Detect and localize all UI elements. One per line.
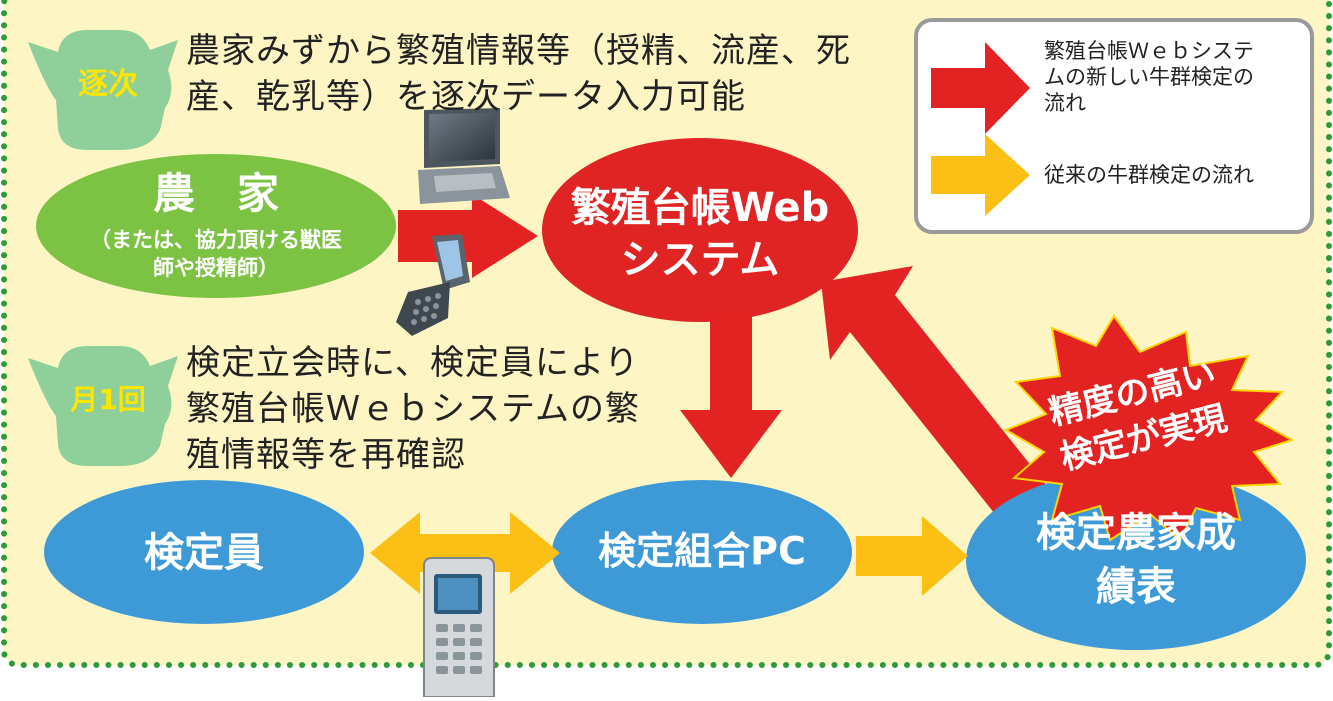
web-system-label: 繁殖台帳Webシステム xyxy=(570,185,830,283)
farmer-title: 農 家 xyxy=(152,169,279,218)
badge-monthly xyxy=(28,346,178,466)
arrow-farmer-to-web xyxy=(398,194,538,278)
legend-old-flow-label: 従来の牛群検定の流れ xyxy=(1044,163,1254,187)
badge-sequential-label: 逐次 xyxy=(78,67,138,102)
sequential-description: 農家みずから繁殖情報等（授精、流産、死産、乾乳等）を逐次データ入力可能 xyxy=(186,31,851,117)
legend-red-arrow xyxy=(931,42,1030,134)
laptop-icon xyxy=(418,108,510,204)
node-farmer xyxy=(36,154,396,298)
arrow-pc-to-report xyxy=(856,516,968,596)
legend-yellow-arrow xyxy=(931,134,1030,216)
badge-sequential xyxy=(28,30,178,150)
report-label: 検定農家成績表 xyxy=(1036,510,1236,610)
legend-box xyxy=(914,18,1314,234)
badge-monthly-label: 月1回 xyxy=(70,383,146,416)
arrow-report-to-web xyxy=(821,266,1068,548)
legend-new-flow-label: 繁殖台帳Ｗｅｂシステムの新しい牛群検定の流れ xyxy=(1044,39,1254,115)
arrow-web-to-pc xyxy=(680,312,782,478)
farmer-subtitle: （または、協力頂ける獣医師や授精師） xyxy=(90,228,342,280)
handheld-terminal-icon xyxy=(423,557,495,698)
union-pc-label: 検定組合PC xyxy=(598,529,806,573)
burst-shape xyxy=(1003,314,1295,542)
node-web-system xyxy=(542,138,858,322)
node-inspector xyxy=(44,480,364,624)
monthly-description: 検定立会時に、検定員により繁殖台帳Ｗｅｂシステムの繁殖情報等を再確認 xyxy=(186,343,640,475)
inspector-label: 検定員 xyxy=(144,530,264,576)
node-union-pc xyxy=(552,480,852,624)
mobile-phone-icon xyxy=(396,234,470,336)
arrow-inspector-pc xyxy=(370,512,560,594)
